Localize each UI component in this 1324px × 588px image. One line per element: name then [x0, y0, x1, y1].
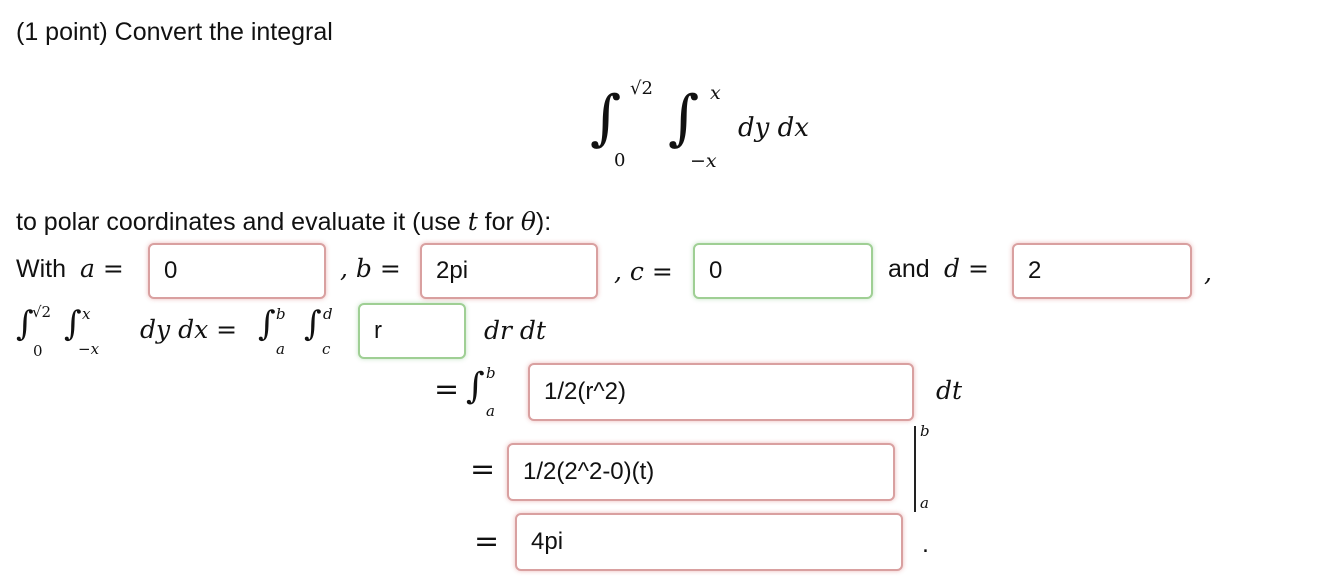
lhs-inner-lower: −x — [78, 340, 100, 358]
integrand-input[interactable]: r — [358, 303, 466, 359]
inner-lower-limit: −x — [690, 150, 717, 172]
and-label: and — [888, 255, 930, 283]
rhs-inner-integral-sign: ∫ — [304, 304, 322, 344]
polar-differentials: dr dt — [484, 316, 546, 345]
a-label: a = — [80, 254, 124, 283]
problem-header: (1 point) Convert the integral — [16, 18, 333, 46]
lhs-outer-lower: 0 — [33, 342, 43, 360]
instruction-part1: to polar coordinates and evaluate it (us… — [16, 208, 468, 236]
step1-upper: b — [486, 364, 496, 382]
step3-equals: = — [474, 524, 500, 559]
instruction-text: to polar coordinates and evaluate it (us… — [16, 207, 551, 237]
step2-input-value: 1/2(2^2-0)(t) — [523, 458, 655, 485]
limits-comma: , — [1204, 258, 1212, 287]
outer-integral-sign: ∫ — [590, 83, 622, 153]
evaluation-bar — [914, 426, 916, 512]
d-input-value: 2 — [1028, 257, 1042, 284]
rhs-outer-upper: b — [276, 305, 286, 323]
outer-lower-limit: 0 — [614, 150, 626, 171]
step2-eval-upper: b — [920, 422, 930, 440]
c-input-value: 0 — [709, 257, 723, 284]
rhs-inner-lower: c — [322, 340, 331, 358]
a-input[interactable]: 0 — [148, 243, 326, 299]
lhs-inner-integral-sign: ∫ — [64, 304, 82, 344]
lhs-outer-upper: √2 — [32, 303, 52, 321]
instruction-part2: for — [477, 208, 521, 236]
c-label: , c = — [614, 257, 673, 286]
instruction-part3: ): — [535, 208, 552, 236]
instruction-var-theta: θ — [520, 207, 536, 236]
step1-input-value: 1/2(r^2) — [544, 378, 626, 405]
d-input[interactable]: 2 — [1012, 243, 1192, 299]
integrand-input-value: r — [374, 317, 382, 344]
step3-period: . — [922, 530, 929, 558]
lhs-inner-upper: x — [82, 305, 91, 323]
outer-upper-limit: √2 — [630, 78, 653, 99]
step1-differential: dt — [936, 376, 963, 405]
d-label: d = — [944, 254, 989, 283]
rhs-outer-lower: a — [276, 340, 285, 358]
step2-input[interactable]: 1/2(2^2-0)(t) — [507, 443, 895, 501]
step2-equals: = — [470, 452, 496, 487]
step1-integral-sign: ∫ — [466, 366, 485, 407]
with-label: With — [16, 255, 66, 283]
instruction-var-t: t — [467, 207, 478, 236]
lhs-differentials: dy dx = — [140, 315, 238, 344]
b-label: , b = — [340, 254, 401, 283]
step1-equals: = — [434, 372, 460, 407]
rhs-inner-upper: d — [323, 305, 333, 323]
c-input[interactable]: 0 — [693, 243, 873, 299]
a-input-value: 0 — [164, 257, 178, 284]
b-input[interactable]: 2pi — [420, 243, 598, 299]
lhs-outer-integral-sign: ∫ — [16, 304, 34, 344]
display-differentials: dy dx — [738, 113, 809, 143]
step1-lower: a — [486, 402, 495, 420]
b-input-value: 2pi — [436, 257, 469, 284]
step1-input[interactable]: 1/2(r^2) — [528, 363, 914, 421]
step2-eval-lower: a — [920, 494, 929, 512]
step3-input-value: 4pi — [531, 528, 564, 555]
inner-upper-limit: x — [710, 82, 721, 104]
step3-input[interactable]: 4pi — [515, 513, 903, 571]
rhs-outer-integral-sign: ∫ — [258, 304, 276, 344]
inner-integral-sign: ∫ — [668, 83, 700, 153]
